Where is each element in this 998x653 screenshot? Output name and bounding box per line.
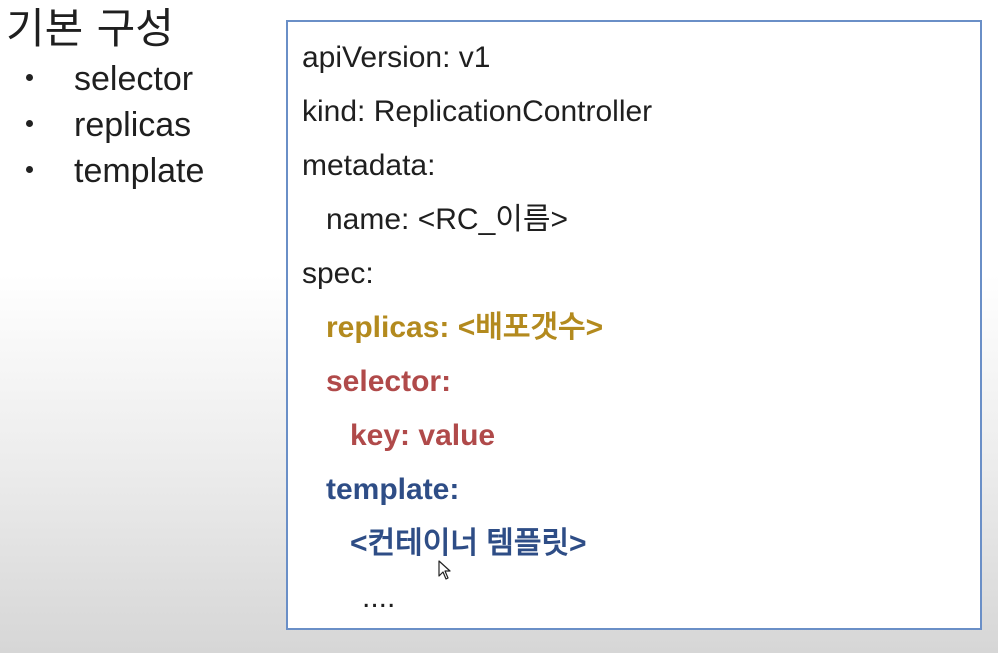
list-item-label: replicas [74, 106, 192, 144]
code-line-selector: selector: [326, 365, 452, 398]
bullet-icon [26, 166, 33, 173]
code-line-name: name: <RC_이름> [326, 203, 568, 236]
code-line-template: template: [326, 473, 460, 506]
mouse-cursor-icon [438, 560, 451, 580]
code-line-metadata: metadata: [302, 149, 436, 182]
code-line-spec: spec: [302, 257, 374, 290]
component-list: selector replicas template [6, 56, 204, 194]
code-line-ellipsis: .... [362, 581, 396, 614]
yaml-code-box: apiVersion: v1 kind: ReplicationControll… [286, 20, 982, 630]
list-item: replicas [6, 102, 204, 148]
code-line-api-version: apiVersion: v1 [302, 41, 491, 74]
list-item: template [6, 148, 204, 194]
code-line-kind: kind: ReplicationController [302, 95, 653, 128]
bullet-icon [26, 74, 33, 81]
code-line-replicas: replicas: <배포갯수> [326, 311, 604, 344]
bullet-icon [26, 120, 33, 127]
list-item-label: selector [74, 60, 194, 98]
list-item: selector [6, 56, 204, 102]
code-line-selector-key: key: value [350, 419, 496, 452]
slide-heading: 기본 구성 [6, 4, 174, 53]
code-line-container-template: <컨테이너 템플릿> [350, 527, 587, 560]
list-item-label: template [74, 152, 205, 190]
left-panel: 기본 구성 selector replicas template [6, 2, 204, 194]
